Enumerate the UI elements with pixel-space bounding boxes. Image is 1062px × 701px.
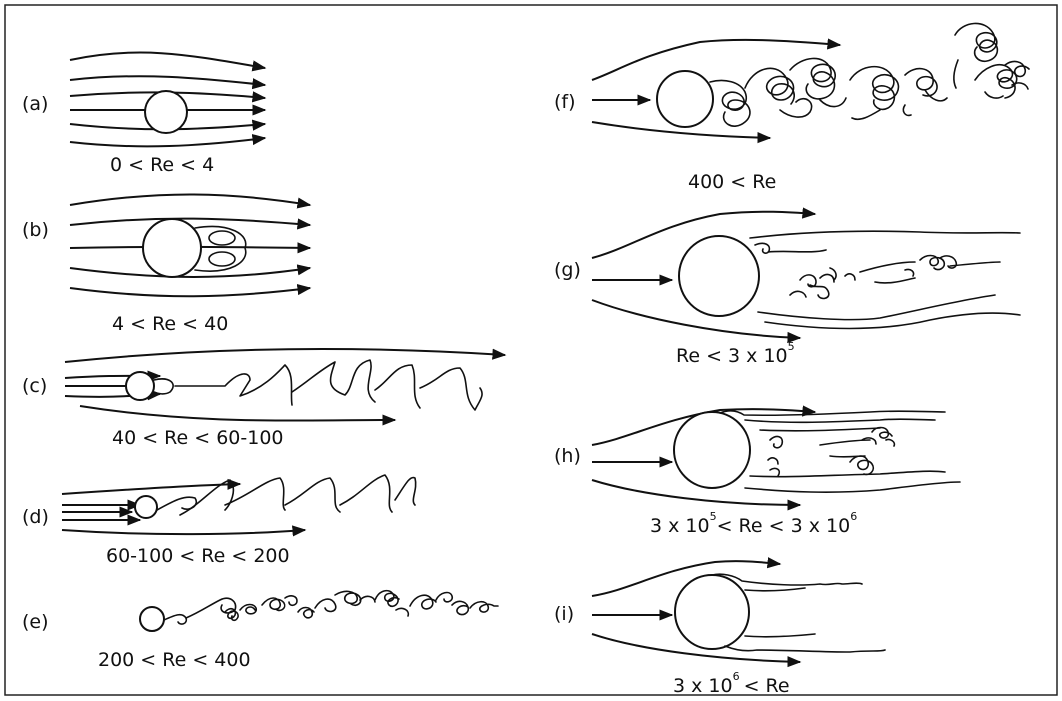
panel-h-range-a: 3 x 10 bbox=[650, 515, 710, 537]
panel-i-label: (i) bbox=[554, 603, 574, 625]
panel-d: (d) 60-100 < Re < 200 bbox=[22, 475, 416, 567]
panel-a-range: 0 < Re < 4 bbox=[110, 154, 214, 176]
panel-a: (a) 0 < Re < 4 bbox=[22, 52, 265, 176]
panel-a-label: (a) bbox=[22, 93, 48, 115]
panel-e-range: 200 < Re < 400 bbox=[98, 649, 251, 671]
panel-c-label: (c) bbox=[22, 375, 47, 397]
panel-h-range: 3 x 105< Re < 3 x 106 bbox=[650, 510, 857, 537]
panel-i: (i) 3 x 106 < Re bbox=[554, 561, 885, 697]
cylinder-d bbox=[135, 496, 157, 518]
panel-g-label: (g) bbox=[554, 259, 581, 281]
panel-e: (e) 200 < Re < 400 bbox=[22, 591, 498, 671]
panel-h-range-exp2: 6 bbox=[850, 510, 857, 523]
cylinder-g bbox=[679, 236, 759, 316]
panel-d-label: (d) bbox=[22, 506, 49, 528]
panel-b-label: (b) bbox=[22, 219, 49, 241]
panel-g-range: Re < 3 x 105 bbox=[676, 340, 795, 367]
panel-e-label: (e) bbox=[22, 611, 49, 633]
panel-i-range-exp: 6 bbox=[733, 670, 740, 683]
cylinder-b bbox=[143, 219, 201, 277]
panel-f-label: (f) bbox=[554, 91, 576, 113]
panel-b-range: 4 < Re < 40 bbox=[112, 313, 228, 335]
cylinder-i bbox=[675, 575, 749, 649]
panel-h-range-b: < Re < 3 x 10 bbox=[717, 515, 851, 537]
cylinder-h bbox=[674, 412, 750, 488]
panel-h-range-exp1: 5 bbox=[710, 510, 717, 523]
cylinder-a bbox=[145, 91, 187, 133]
panel-d-range: 60-100 < Re < 200 bbox=[106, 545, 290, 567]
panel-h: (h) 3 x 105< Re < 3 x 106 bbox=[554, 409, 960, 537]
cylinder-f bbox=[657, 71, 713, 127]
panel-i-range-pre: 3 x 10 bbox=[673, 675, 733, 697]
panel-h-label: (h) bbox=[554, 445, 581, 467]
panel-g: (g) Re < 3 x 105 bbox=[554, 212, 1020, 367]
panel-b: (b) 4 < Re < 40 bbox=[22, 194, 310, 335]
panel-f: (f) 400 < Re bbox=[554, 23, 1029, 193]
panel-f-range: 400 < Re bbox=[688, 171, 776, 193]
panel-g-range-exp: 5 bbox=[788, 340, 795, 353]
panel-c-range: 40 < Re < 60-100 bbox=[112, 427, 284, 449]
panel-g-range-text: Re < 3 x 10 bbox=[676, 345, 788, 367]
cylinder-e bbox=[140, 607, 164, 631]
panel-i-range: 3 x 106 < Re bbox=[673, 670, 790, 697]
cylinder-c bbox=[126, 372, 154, 400]
panel-c: (c) 40 < Re < 60-100 bbox=[22, 349, 505, 449]
panel-i-range-post: < Re bbox=[744, 675, 790, 697]
